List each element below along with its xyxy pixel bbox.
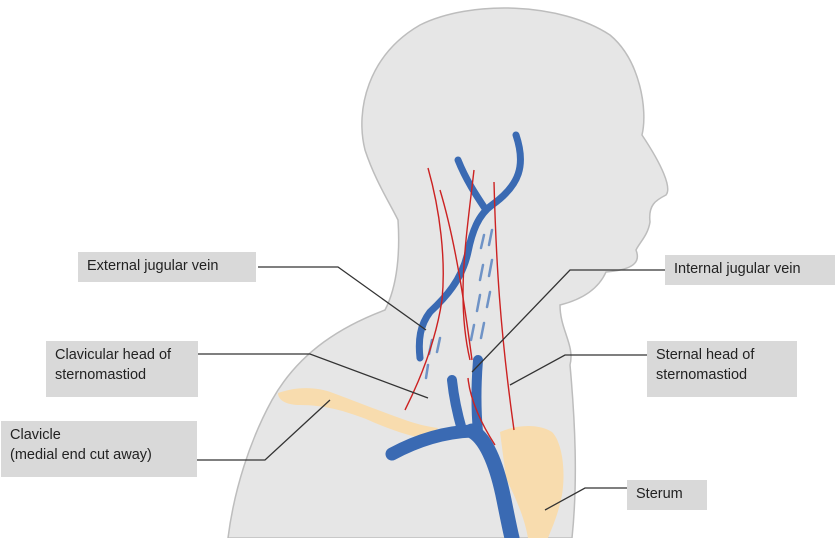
clavicle-label-line-1: Clavicle xyxy=(10,425,188,445)
body-silhouette xyxy=(228,8,668,538)
sternum-label-text: Sterum xyxy=(636,484,698,504)
clavicular-head-label-line-1: Clavicular head of xyxy=(55,345,189,365)
clavicle-label: Clavicle (medial end cut away) xyxy=(1,421,197,477)
sternal-head-label-line-2: sternomastiod xyxy=(656,365,788,385)
sternum-label: Sterum xyxy=(627,480,707,510)
sternal-head-label: Sternal head of sternomastiod xyxy=(647,341,797,397)
clavicular-head-label: Clavicular head of sternomastiod xyxy=(46,341,198,397)
external-jugular-vein-label: External jugular vein xyxy=(78,252,256,282)
clavicular-head-label-line-2: sternomastiod xyxy=(55,365,189,385)
internal-jugular-vein-label: Internal jugular vein xyxy=(665,255,835,285)
external-jugular-vein-label-text: External jugular vein xyxy=(87,256,247,276)
clavicle-label-line-2: (medial end cut away) xyxy=(10,445,188,465)
internal-jugular-vein xyxy=(477,360,479,432)
sternal-head-label-line-1: Sternal head of xyxy=(656,345,788,365)
internal-jugular-vein-label-text: Internal jugular vein xyxy=(674,259,826,279)
